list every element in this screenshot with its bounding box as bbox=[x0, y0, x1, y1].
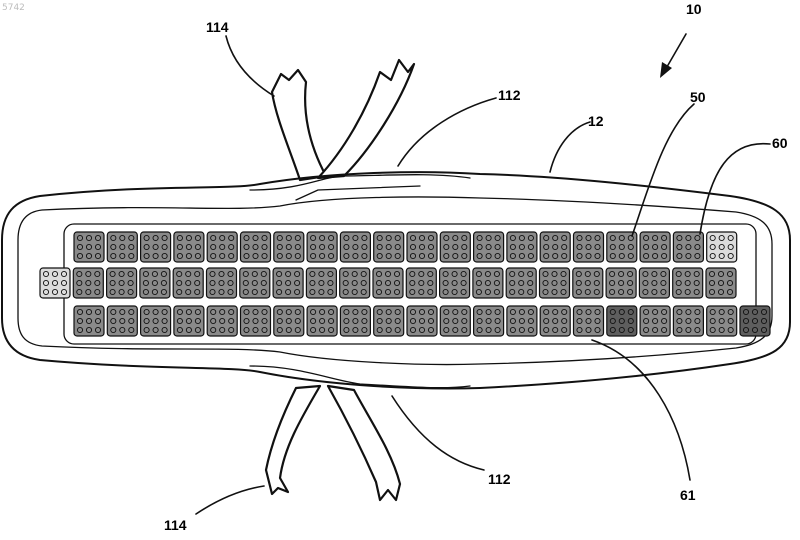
pocket-cell bbox=[340, 232, 370, 262]
pocket-cell bbox=[440, 268, 470, 298]
reference-labels: 10 12 50 60 61 112 112 114 114 bbox=[164, 1, 788, 533]
pocket-cell bbox=[240, 268, 270, 298]
pocket-cell bbox=[274, 306, 304, 336]
pocket-cell bbox=[673, 268, 703, 298]
pocket-cell bbox=[340, 268, 370, 298]
pocket-cell bbox=[507, 306, 537, 336]
pocket-cell bbox=[706, 268, 736, 298]
label-insert-60: 60 bbox=[772, 135, 788, 151]
pocket-cell bbox=[141, 306, 171, 336]
assembly-arrow-head bbox=[660, 62, 672, 78]
label-strap-112-lower: 112 bbox=[488, 471, 511, 487]
pocket-cell bbox=[141, 232, 171, 262]
pocket-cell bbox=[640, 232, 670, 262]
strap-lower-right bbox=[328, 386, 400, 500]
pocket-cell bbox=[440, 306, 470, 336]
pocket-cell bbox=[574, 306, 604, 336]
pocket-cell bbox=[606, 268, 636, 298]
pocket-cell bbox=[107, 306, 137, 336]
pocket-cell bbox=[507, 232, 537, 262]
pocket-cell bbox=[473, 268, 503, 298]
pocket-cell bbox=[273, 268, 303, 298]
pocket-cell bbox=[173, 268, 203, 298]
strap-upper-right bbox=[318, 60, 414, 178]
upper-straps bbox=[272, 60, 414, 180]
pocket-cell bbox=[474, 232, 504, 262]
pocket-cell bbox=[241, 306, 271, 336]
pocket-cell bbox=[74, 306, 104, 336]
pocket-cell bbox=[107, 232, 137, 262]
cell-row-top bbox=[74, 232, 737, 262]
label-row-61: 61 bbox=[680, 487, 696, 503]
cell-row-bottom bbox=[74, 306, 770, 336]
pocket-cell bbox=[140, 268, 170, 298]
pocket-cell bbox=[340, 306, 370, 336]
leader-61 bbox=[592, 340, 690, 480]
pocket-cell bbox=[307, 306, 337, 336]
pocket-cell bbox=[307, 232, 337, 262]
pocket-cell bbox=[540, 306, 570, 336]
pocket-cell bbox=[74, 232, 104, 262]
pocket-cell bbox=[639, 268, 669, 298]
pocket-cell bbox=[607, 306, 637, 336]
leader-112-upper bbox=[398, 98, 496, 166]
pocket-cell bbox=[573, 268, 603, 298]
pocket-cell bbox=[540, 268, 570, 298]
lower-straps bbox=[266, 386, 400, 500]
pocket-cell bbox=[107, 268, 137, 298]
pocket-cell bbox=[407, 232, 437, 262]
pocket-cell bbox=[374, 232, 404, 262]
pocket-cell bbox=[506, 268, 536, 298]
pocket-cell bbox=[707, 306, 737, 336]
pocket-cell bbox=[73, 268, 103, 298]
strap-upper-left bbox=[272, 70, 326, 180]
label-strap-114-lower: 114 bbox=[164, 517, 187, 533]
leader-114-lower bbox=[196, 486, 264, 514]
leader-12 bbox=[550, 122, 590, 172]
leader-114-upper bbox=[226, 36, 274, 96]
label-strap-112-upper: 112 bbox=[498, 87, 521, 103]
pocket-cell bbox=[306, 268, 336, 298]
pocket-cell bbox=[440, 232, 470, 262]
pocket-cell bbox=[241, 232, 271, 262]
cell-field bbox=[40, 224, 770, 344]
pocket-cell bbox=[274, 232, 304, 262]
strap-lower-left bbox=[266, 386, 320, 494]
leader-60 bbox=[700, 144, 770, 234]
corner-id-text: 5742 bbox=[2, 3, 25, 13]
pocket-cell bbox=[174, 232, 204, 262]
pocket-cell bbox=[574, 232, 604, 262]
label-assembly-10: 10 bbox=[686, 1, 702, 17]
pocket-cell bbox=[673, 306, 703, 336]
pocket-cell bbox=[673, 232, 703, 262]
pocket-cell bbox=[207, 268, 237, 298]
pocket-cell bbox=[373, 268, 403, 298]
pocket-cell bbox=[540, 232, 570, 262]
pocket-cell bbox=[207, 232, 237, 262]
pocket-cell bbox=[374, 306, 404, 336]
pocket-cell bbox=[174, 306, 204, 336]
label-pocket-50: 50 bbox=[690, 89, 706, 105]
leader-50 bbox=[632, 104, 694, 236]
pocket-cell bbox=[207, 306, 237, 336]
pocket-cell bbox=[406, 268, 436, 298]
cell-row-middle bbox=[40, 268, 736, 298]
pocket-cell bbox=[474, 306, 504, 336]
pocket-cell bbox=[707, 232, 737, 262]
label-pad-12: 12 bbox=[588, 113, 604, 129]
pocket-cell bbox=[740, 306, 770, 336]
pocket-cell bbox=[40, 268, 70, 298]
pocket-cell bbox=[407, 306, 437, 336]
leader-112-lower bbox=[392, 396, 484, 470]
pocket-cell bbox=[640, 306, 670, 336]
label-strap-114-upper: 114 bbox=[206, 19, 229, 35]
